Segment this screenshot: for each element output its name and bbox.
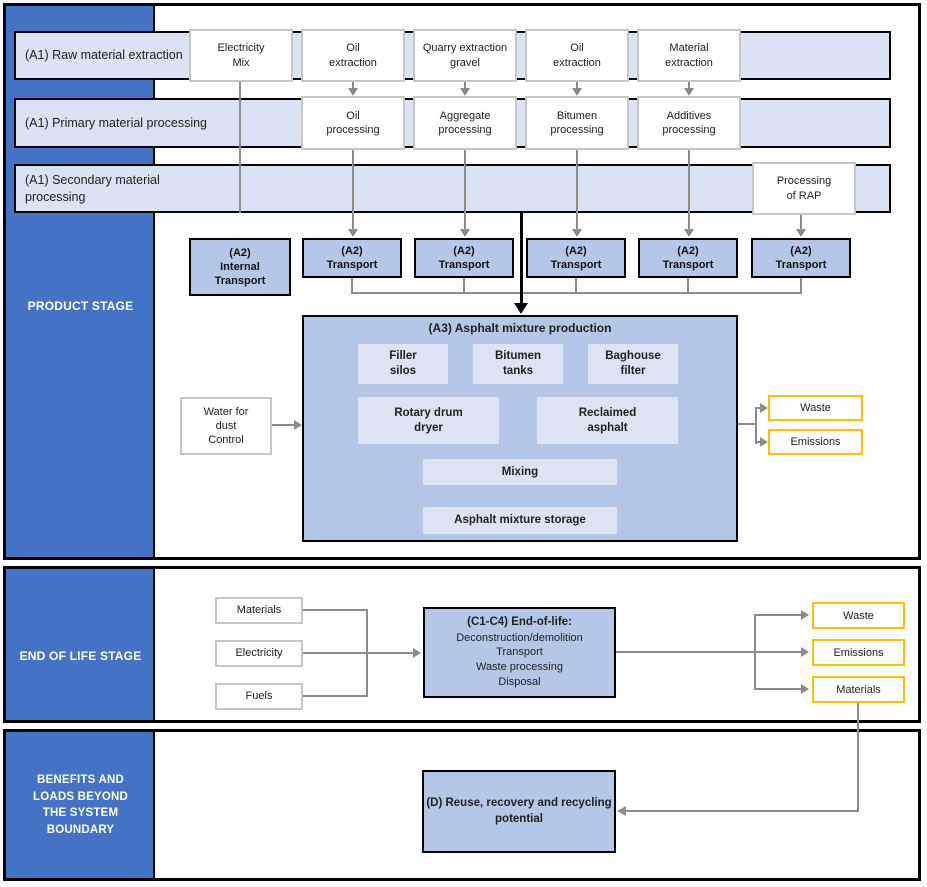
arrow-into-c	[413, 648, 421, 658]
arrow-col5-r1r2	[684, 88, 694, 96]
arrow-col2-r1r2	[348, 88, 358, 96]
product-stage-frame	[3, 3, 921, 560]
box-transport-2: (A2) Transport	[414, 238, 514, 278]
box-internal-transport: (A2) Internal Transport	[189, 238, 291, 296]
box-electricity-mix: Electricity Mix	[189, 29, 293, 82]
stub-c-emissions	[754, 651, 803, 653]
connector-rap-transport	[800, 215, 802, 230]
box-water-for-dust-control: Water for dust Control	[180, 397, 272, 455]
connector-electricity-in	[303, 652, 414, 654]
c-box-title: (C1-C4) End-of-life:	[467, 616, 572, 629]
arrow-col3-r1r2	[460, 88, 470, 96]
benefits-sidebar	[6, 732, 155, 878]
arrow-col3-r2t	[460, 229, 470, 237]
unit-asphalt-mixture-storage: Asphalt mixture storage	[423, 507, 617, 534]
box-material-extraction: Material extraction	[637, 29, 741, 82]
stub-transport-4	[687, 278, 689, 294]
box-product-emissions: Emissions	[768, 429, 863, 455]
connector-col5-r1r2	[688, 80, 690, 90]
a3-title: (A3) Asphalt mixture production	[428, 321, 612, 335]
box-transport-4: (A2) Transport	[638, 238, 738, 278]
stub-c-waste	[754, 614, 803, 616]
connector-electricity-down	[239, 80, 241, 213]
end-of-life-frame	[3, 566, 921, 723]
connector-water-a3	[272, 424, 296, 426]
box-oil-extraction-2: Oil extraction	[525, 29, 629, 82]
c-box-body: Deconstruction/demolition Transport Wast…	[456, 631, 583, 689]
connector-into-a3	[520, 213, 523, 305]
arrow-col2-r2t	[348, 229, 358, 237]
stub-a3-waste	[755, 407, 762, 409]
stub-transport-2	[463, 278, 465, 294]
box-oil-extraction-1: Oil extraction	[301, 29, 405, 82]
box-transport-5: (A2) Transport	[751, 238, 851, 278]
connector-col3-r1r2	[464, 80, 466, 90]
product-stage-sidebar	[6, 6, 155, 557]
arrow-col4-r1r2	[572, 88, 582, 96]
connector-transport-collector	[351, 292, 802, 294]
connector-col3-r2t	[464, 150, 466, 230]
arrow-c-materials	[801, 684, 809, 694]
connector-col4-r1r2	[576, 80, 578, 90]
box-eol-fuels-input: Fuels	[215, 683, 303, 710]
end-of-life-sidebar	[6, 569, 155, 720]
box-transport-3: (A2) Transport	[526, 238, 626, 278]
arrow-into-d	[617, 806, 626, 816]
product-stage-label: PRODUCT STAGE	[27, 299, 134, 313]
box-eol-materials: Materials	[812, 676, 905, 703]
stub-c-materials	[754, 688, 803, 690]
benefits-frame	[3, 729, 921, 881]
unit-filler-silos: Filler silos	[358, 344, 448, 384]
stub-transport-5	[800, 278, 802, 294]
connector-materials-in	[303, 609, 368, 611]
arrow-c-emissions	[801, 647, 809, 657]
unit-reclaimed-asphalt: Reclaimed asphalt	[537, 397, 678, 444]
arrow-into-a3	[514, 303, 528, 314]
arrow-col5-r2t	[684, 229, 694, 237]
stub-transport-1	[351, 278, 353, 294]
box-c1-c4-end-of-life: (C1-C4) End-of-life: Deconstruction/demo…	[423, 607, 616, 698]
box-eol-electricity-input: Electricity	[215, 640, 303, 667]
box-processing-of-rap: Processing of RAP	[752, 162, 856, 215]
benefits-label: BENEFITS AND LOADS BEYOND THE SYSTEM BOU…	[32, 774, 129, 837]
connector-a3-out-h	[738, 423, 757, 425]
box-bitumen-processing: Bitumen processing	[525, 96, 629, 150]
connector-materials-d-h	[626, 810, 859, 812]
end-of-life-label: END OF LIFE STAGE	[19, 649, 142, 663]
unit-bitumen-tanks: Bitumen tanks	[473, 344, 563, 384]
box-additives-processing: Additives processing	[637, 96, 741, 150]
band-secondary-material-processing-label: (A1) Secondary material processing	[25, 173, 160, 204]
unit-mixing: Mixing	[423, 459, 617, 485]
band-primary-material-processing-label: (A1) Primary material processing	[25, 115, 207, 130]
stub-a3-emissions	[755, 441, 762, 443]
stub-transport-3	[575, 278, 577, 294]
arrow-a3-emissions	[760, 437, 768, 447]
connector-materials-d-v	[857, 703, 859, 812]
arrow-col4-r2t	[572, 229, 582, 237]
arrow-c-waste	[801, 610, 809, 620]
connector-col4-r2t	[576, 150, 578, 230]
unit-baghouse-filter: Baghouse filter	[588, 344, 678, 384]
box-eol-emissions: Emissions	[812, 639, 905, 666]
arrow-a3-waste	[760, 403, 768, 413]
connector-c-out-h	[616, 651, 756, 653]
connector-col5-r2t	[688, 150, 690, 230]
box-aggregate-processing: Aggregate processing	[413, 96, 517, 150]
arrow-water-a3	[294, 420, 302, 430]
box-d-reuse-recovery-recycling: (D) Reuse, recovery and recycling potent…	[422, 770, 616, 853]
connector-fuels-in	[303, 695, 368, 697]
connector-a3-out-v	[755, 407, 757, 444]
box-product-waste: Waste	[768, 395, 863, 421]
box-transport-1: (A2) Transport	[302, 238, 402, 278]
arrow-rap-transport	[796, 229, 806, 237]
box-eol-waste: Waste	[812, 602, 905, 629]
unit-rotary-drum-dryer: Rotary drum dryer	[358, 397, 499, 444]
box-eol-materials-input: Materials	[215, 597, 303, 624]
band-raw-material-extraction-label: (A1) Raw material extraction	[25, 48, 183, 63]
connector-col2-r2t	[352, 150, 354, 230]
band-secondary-material-processing: (A1) Secondary material processing	[14, 164, 891, 213]
box-oil-processing: Oil processing	[301, 96, 405, 150]
box-quarry-extraction-gravel: Quarry extraction gravel	[413, 29, 517, 82]
connector-col2-r1r2	[352, 80, 354, 90]
